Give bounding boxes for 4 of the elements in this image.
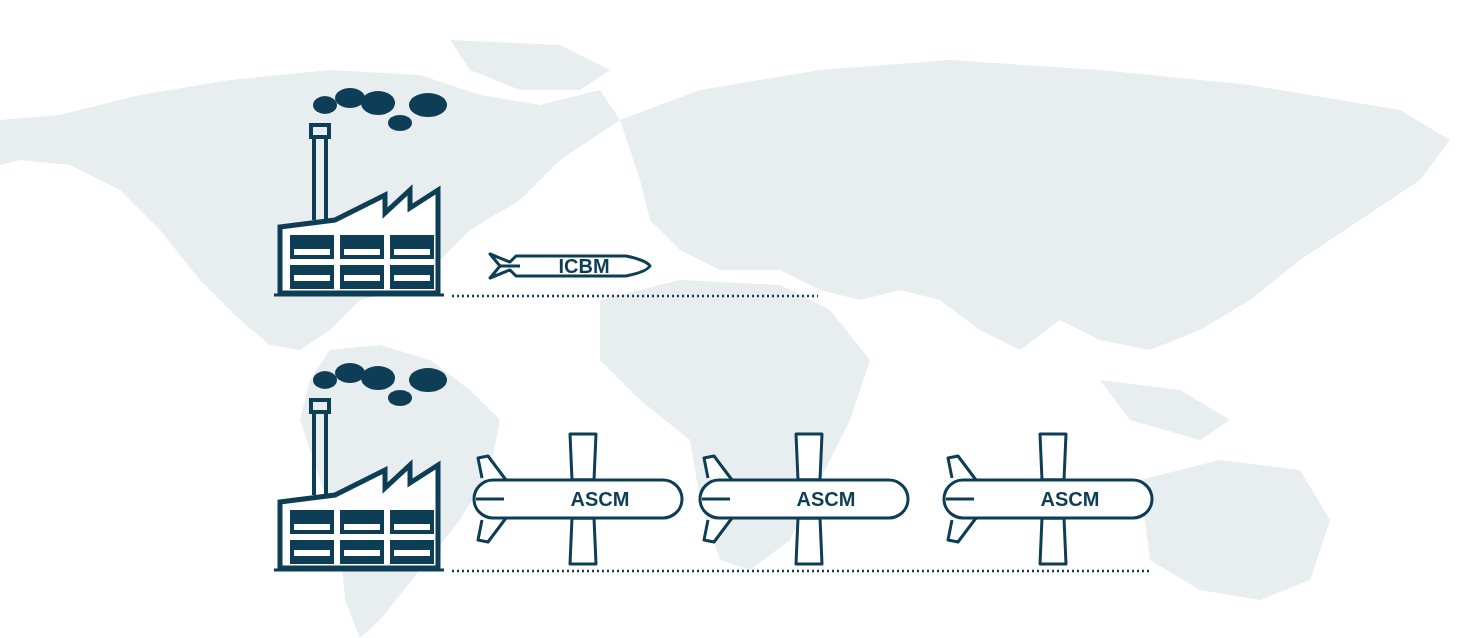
missile-label: ICBM [558, 256, 610, 276]
missile-label: ASCM [570, 489, 630, 509]
missile-label: ASCM [796, 489, 856, 509]
missile-label: ASCM [1040, 489, 1100, 509]
